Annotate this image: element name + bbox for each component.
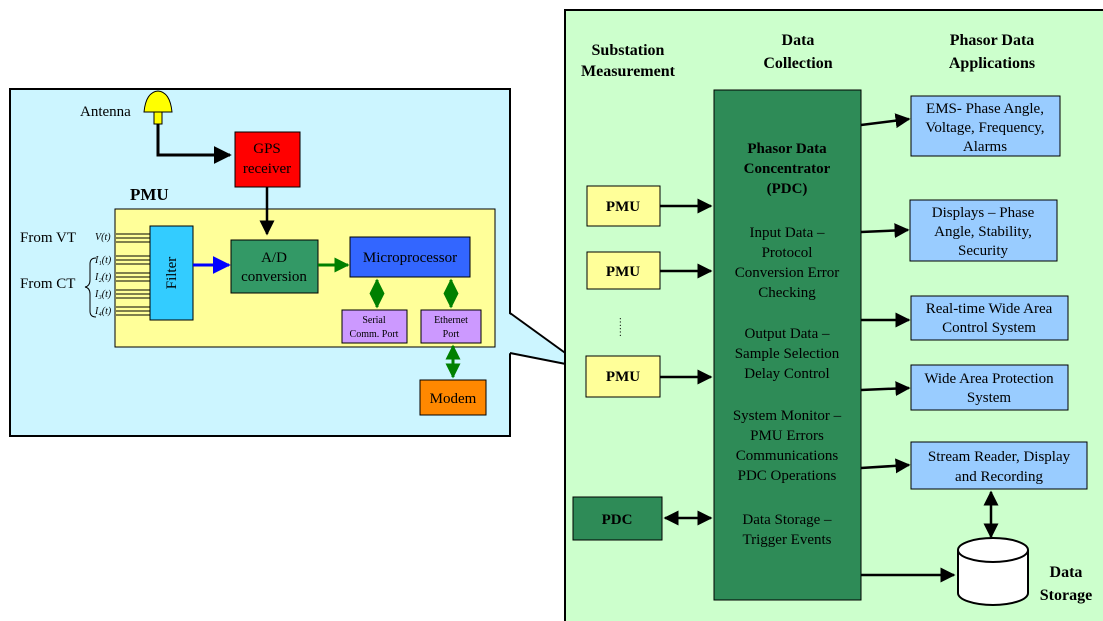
pmu-title: PMU: [130, 185, 169, 204]
microprocessor-label: Microprocessor: [363, 250, 457, 266]
system-monitor-1: System Monitor –: [733, 408, 842, 424]
output-data-2: Sample Selection: [735, 346, 840, 362]
gps-receiver-box: [234, 131, 301, 188]
header-applications-1: Phasor Data: [950, 32, 1035, 49]
modem-label: Modem: [430, 391, 477, 407]
input-data-2: Protocol: [762, 245, 813, 261]
app-5-arrow: [860, 458, 911, 474]
app-displays-1: Displays – Phase: [932, 205, 1035, 221]
serial-port-label-1: Serial: [362, 315, 386, 326]
filter-box: [149, 225, 194, 321]
pmu-box-1-label: PMU: [606, 199, 640, 215]
input-data-1: Input Data –: [750, 225, 825, 241]
data-storage-section-2: Trigger Events: [742, 532, 831, 548]
app-stream-2: and Recording: [955, 469, 1043, 485]
app-box-protection: [910, 364, 1069, 411]
system-monitor-4: PDC Operations: [738, 468, 837, 484]
antenna-label: Antenna: [80, 104, 131, 120]
microprocessor-box: [349, 236, 471, 278]
serial-port-box: [341, 309, 408, 344]
pmu-box-3-label: PMU: [606, 369, 640, 385]
output-data-3: Delay Control: [744, 366, 829, 382]
app-protection-2: System: [967, 390, 1012, 406]
system-monitor-3: Communications: [736, 448, 839, 464]
pmu-ellipsis: ······: [616, 317, 627, 337]
app-stream-1: Stream Reader, Display: [928, 449, 1071, 465]
concentrator-title-3: (PDC): [767, 181, 808, 197]
app-box-control: [910, 295, 1069, 341]
app-box-ems: [910, 95, 1061, 157]
ad-label-1: A/D: [261, 250, 287, 266]
input-signal-lines: [116, 233, 150, 316]
modem-box: [419, 379, 487, 416]
header-data-collection-2: Collection: [763, 55, 832, 72]
antenna-to-gps-arrow: [156, 124, 232, 164]
data-storage-label-1: Data: [1050, 564, 1083, 581]
input-data-4: Checking: [758, 285, 816, 301]
ethernet-port-box: [420, 309, 482, 344]
header-substation-2: Measurement: [581, 63, 676, 80]
header-applications-2: Applications: [949, 55, 1035, 72]
filter-label: Filter: [164, 257, 180, 290]
signal-i1: I₁(t): [94, 255, 112, 266]
antenna-icon: [143, 90, 173, 125]
signal-i3: I₃(t): [94, 289, 112, 300]
app-ems-2: Voltage, Frequency,: [925, 120, 1044, 136]
pdc-box: [572, 496, 663, 541]
app-box-stream: [910, 441, 1088, 490]
data-storage-section-1: Data Storage –: [742, 512, 832, 528]
signal-v: V(t): [95, 232, 111, 243]
app-control-1: Real-time Wide Area: [926, 301, 1053, 317]
app-box-displays: [909, 199, 1058, 262]
signal-i4: I₄(t): [94, 306, 112, 317]
app-1-arrow: [860, 113, 911, 129]
app-2-arrow: [860, 223, 910, 239]
app-protection-1: Wide Area Protection: [924, 371, 1054, 387]
app-ems-1: EMS- Phase Angle,: [926, 101, 1044, 117]
app-displays-2: Angle, Stability,: [934, 224, 1032, 240]
serial-port-label-2: Comm. Port: [350, 329, 399, 340]
from-vt-label: From VT: [20, 230, 76, 246]
app-ems-3: Alarms: [963, 139, 1007, 155]
header-data-collection-1: Data: [782, 32, 815, 49]
concentrator-title-2: Concentrator: [744, 161, 831, 177]
app-displays-3: Security: [958, 243, 1008, 259]
header-substation-1: Substation: [592, 42, 665, 59]
concentrator-box: [713, 89, 862, 601]
app-4-arrow: [860, 381, 911, 397]
database-icon: [957, 537, 1029, 606]
from-ct-label: From CT: [20, 276, 75, 292]
app-control-2: Control System: [942, 320, 1036, 336]
pmu-box-2: [586, 251, 661, 290]
pmu-box-2-label: PMU: [606, 264, 640, 280]
concentrator-title-1: Phasor Data: [747, 141, 827, 157]
ethernet-port-label-1: Ethernet: [434, 315, 468, 326]
gps-receiver-label-1: GPS: [253, 141, 281, 157]
ad-conversion-box: [230, 239, 319, 294]
ethernet-port-label-2: Port: [443, 329, 460, 340]
ad-label-2: conversion: [241, 269, 307, 285]
signal-i2: I₂(t): [94, 272, 112, 283]
system-monitor-2: PMU Errors: [750, 428, 824, 444]
input-data-3: Conversion Error: [735, 265, 840, 281]
pdc-box-label: PDC: [602, 512, 633, 528]
output-data-1: Output Data –: [745, 326, 830, 342]
data-storage-label-2: Storage: [1040, 587, 1092, 604]
ct-brace: [84, 257, 97, 318]
gps-receiver-label-2: receiver: [243, 161, 291, 177]
